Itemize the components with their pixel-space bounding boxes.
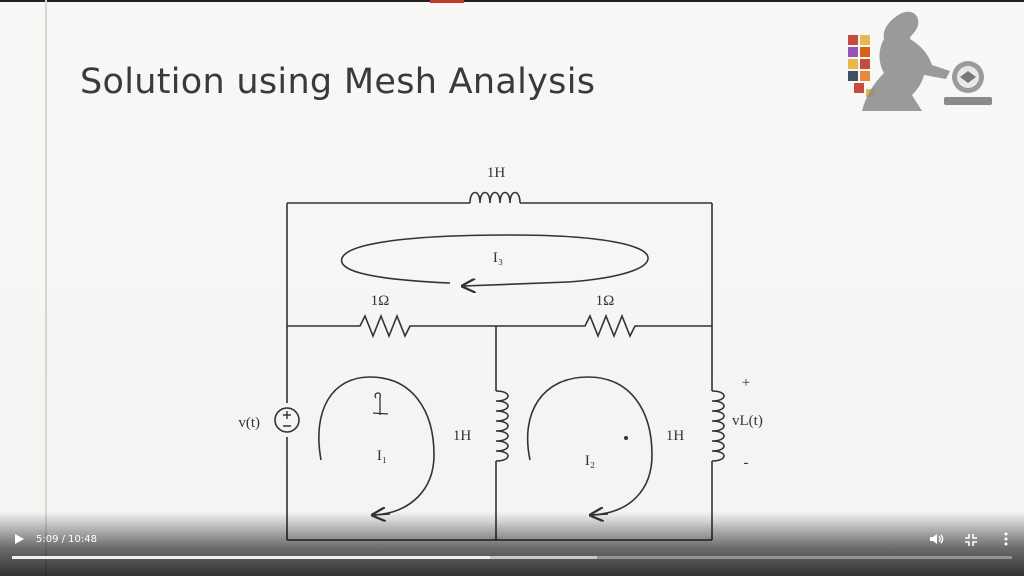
mesh3-label: I₃ [493,250,503,266]
mesh2-label: I₂ [585,453,595,469]
volume-button[interactable] [928,531,944,547]
video-controls: 5:09 / 10:48 [0,512,1024,576]
more-vertical-icon [1004,532,1008,546]
play-button[interactable] [12,532,26,546]
more-options-button[interactable] [1000,531,1012,547]
exit-fullscreen-icon [965,534,977,546]
top-inductor-coil [469,191,521,204]
mesh3-loop [340,234,649,284]
red-accent [430,0,464,3]
minus-sign: - [744,455,749,471]
top-inductor-label: 1H [487,165,506,181]
exit-fullscreen-button[interactable] [964,533,978,547]
mesh3-arrow [464,282,569,286]
voltage-source-signs [283,411,291,427]
dot-mark [623,435,628,440]
circuit-diagram: 1H I₃ 1Ω 1Ω v(t) I₁ I₂ 1H 1H vL(t) + - [238,165,763,541]
institution-logo [848,11,992,111]
plus-sign: + [742,375,750,391]
middle-inductor-label: 1H [453,428,472,444]
play-icon [15,534,24,544]
mesh2-loop [526,376,653,516]
mesh1-loop [318,376,435,516]
slide-title: Solution using Mesh Analysis [80,62,596,102]
right-inductor-coil [711,390,725,462]
right-resistor-label: 1Ω [596,293,615,309]
center-inductor-coil [495,390,509,462]
volume-icon [930,534,944,544]
mesh1-label: I₁ [377,448,387,464]
top-border [0,0,1024,2]
middle-wire-resistors [287,313,712,339]
handwritten-mark [372,392,389,415]
right-inductor-label: 1H [666,428,685,444]
progress-bar[interactable] [12,556,1012,559]
source-label: v(t) [238,415,260,431]
left-resistor-label: 1Ω [371,293,390,309]
output-voltage-label: vL(t) [732,413,763,429]
left-rule [45,0,47,576]
voltage-source-circle [274,407,300,433]
time-display: 5:09 / 10:48 [36,534,98,545]
progress-played [12,556,490,559]
